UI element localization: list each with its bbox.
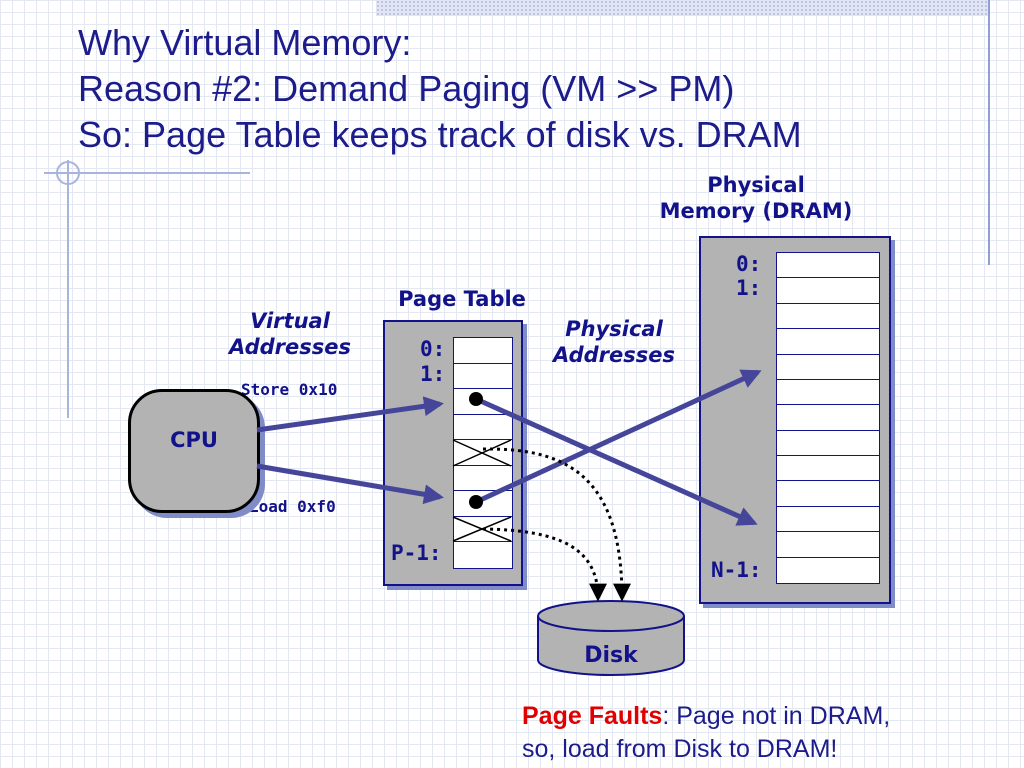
page-table-entry [454,389,512,415]
valid-entry-dot [469,392,483,406]
store-instruction: Store 0x10 [241,380,338,399]
physical-addresses-label: Physical Addresses [552,317,676,367]
page-table-index-first: 0: [420,337,446,361]
page-table-entry [454,338,512,364]
memory-frame [777,253,879,279]
memory-frame [777,456,879,482]
mapping-arrow-to-frame [474,369,762,505]
page-table-entry [454,440,512,466]
disk-dotted-arrow [482,447,631,602]
memory-frame [777,355,879,380]
memory-frame [777,532,879,558]
page-table-entry [454,415,512,441]
memory-frame [777,507,879,533]
disk-entry-cross [452,439,512,467]
title-line-1: Why Virtual Memory: [78,22,412,63]
memory-frame [777,304,879,330]
page-faults-explanation: so, load from Disk to DRAM! [522,735,838,763]
memory-frame [777,481,879,507]
page-table-entry [454,364,512,390]
page-table-entry [454,466,512,492]
store-address-arrow [256,396,444,433]
memory-frame [777,380,879,406]
page-table-entry [454,491,512,517]
title-line-2: Reason #2: Demand Paging (VM >> PM) [78,68,735,109]
memory-frame [777,405,879,431]
page-table-index-last: P-1: [391,541,442,565]
memory-index-last: N-1: [711,558,762,582]
physical-memory-label: Physical Memory (DRAM) [659,173,853,223]
disk-entry-cross [452,516,512,542]
memory-frame [777,431,879,456]
cpu-label: CPU [170,428,218,452]
disk-body [537,616,685,676]
cpu-box [128,389,260,513]
memory-index-first: 0: [736,252,762,276]
disk-top [537,600,685,632]
page-fault-note: Page Faults: Page not in DRAM, so, load … [522,700,890,766]
page-faults-term: Page Faults [522,702,663,730]
memory-frame [777,329,879,355]
load-instruction: Load 0xf0 [249,497,336,516]
decorative-line [988,0,990,265]
decorative-circle [56,161,80,185]
title-line-3: So: Page Table keeps track of disk vs. D… [78,114,802,155]
virtual-addresses-label: Virtual Addresses [228,309,352,359]
memory-index-second: 1: [736,276,762,300]
load-address-arrow [256,463,444,505]
physical-memory-frames [776,252,880,584]
memory-frame [777,278,879,304]
decorative-line [44,172,250,174]
disk-dotted-arrow [482,527,607,602]
page-table-label: Page Table [398,287,526,311]
page-faults-definition: : Page not in DRAM, [662,702,891,730]
decorative-line [67,160,69,418]
disk-label: Disk [584,643,638,668]
page-table-index-second: 1: [420,362,446,386]
corner-pattern [376,0,988,16]
slide-title: Why Virtual Memory: Reason #2: Demand Pa… [78,20,802,158]
mapping-arrow-to-frame [474,396,758,526]
valid-entry-dot [469,495,483,509]
page-table-entry [454,517,512,543]
